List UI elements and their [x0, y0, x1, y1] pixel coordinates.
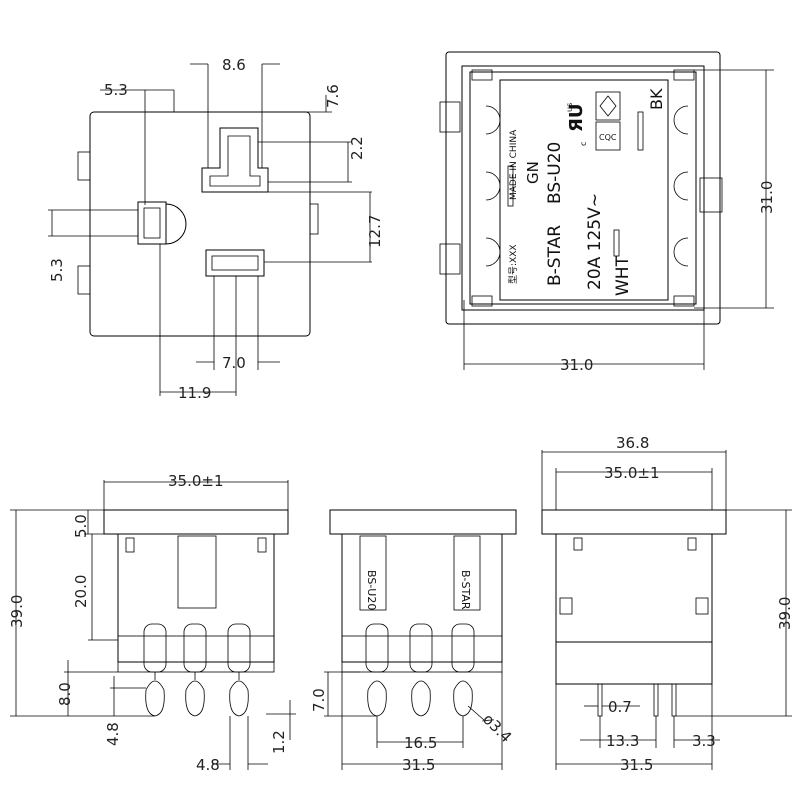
face-view: 5.3 8.6 7.6 2.2 12.7 5.3 7.0 11.9	[48, 56, 384, 402]
back-dim-31-height: 31.0	[758, 181, 776, 214]
sv1-latch	[177, 535, 217, 609]
sv3-dim-36-8: 36.8	[616, 434, 649, 452]
label-wht: WHT	[613, 255, 633, 296]
sv2-dim-7-0: 7.0	[310, 688, 328, 712]
sv1-post-right	[257, 537, 267, 553]
sv3-clip-left	[559, 597, 573, 615]
sv3-base	[555, 641, 713, 685]
cert-us: us	[565, 103, 574, 112]
sv3-post-left	[573, 537, 583, 551]
back-view: MADE IN CHINA 型号:XXX GN B-STAR BS-U20 20…	[439, 51, 776, 374]
left-tab-top	[77, 151, 91, 181]
dim-12-7: 12.7	[366, 215, 384, 248]
dim-7-6: 7.6	[324, 84, 342, 108]
label-model: BS-U20	[545, 142, 565, 204]
ground-slot	[137, 201, 167, 245]
pse-diamond-icon	[599, 95, 617, 117]
bk-terminal-mark	[637, 111, 644, 151]
label-brand: B-STAR	[545, 225, 565, 286]
ul-mark-icon: ЯU	[566, 104, 587, 132]
sv1-post-left	[125, 537, 135, 553]
dim-5-3-top: 5.3	[104, 81, 128, 99]
sv1-body	[117, 533, 275, 663]
back-label-area	[499, 79, 669, 301]
sv3-dim-35: 35.0±1	[604, 464, 660, 482]
sv1-dim-8-0: 8.0	[56, 682, 74, 706]
t-slot	[201, 127, 269, 193]
sv1-dim-lines	[10, 480, 296, 770]
label-bk: BK	[647, 88, 666, 110]
sv1-dim-4-8-h: 4.8	[196, 756, 220, 774]
dim-2-2: 2.2	[348, 136, 366, 160]
side-view-1: 35.0±1 5.0 20.0 39.0 8.0 4.8 4.8 1.2	[8, 472, 296, 774]
pse-mark-icon	[595, 91, 621, 121]
sv3-dim-13-3: 13.3	[606, 732, 639, 750]
t-slot-inner	[209, 135, 261, 187]
sv1-dim-20-0: 20.0	[72, 575, 90, 608]
ground-slot-inner	[143, 207, 161, 239]
dim-7-0: 7.0	[222, 354, 246, 372]
sv1-flange	[103, 509, 289, 535]
sv2-label-left: BS-U20	[365, 570, 378, 610]
sv2-latch-left	[359, 535, 387, 611]
sv2-dim-16-5: 16.5	[404, 734, 437, 752]
label-model-prefix: 型号:XXX	[508, 244, 519, 284]
back-inner-frame	[461, 65, 705, 311]
left-tab-bottom	[77, 265, 91, 295]
face-dim-lines	[48, 63, 372, 396]
sv1-dim-39-0: 39.0	[8, 595, 26, 628]
sv3-post-right	[687, 537, 697, 551]
neutral-slot	[205, 249, 265, 277]
dim-11-9: 11.9	[178, 384, 211, 402]
back-clips	[439, 69, 723, 307]
sv2-label-right: B-STAR	[459, 570, 472, 610]
sv1-terminal-block	[117, 635, 275, 673]
sv1-dim-1-2: 1.2	[270, 730, 288, 754]
side-view-3: 36.8 35.0±1 39.0 0.7 13.3 3.3 31.5	[541, 434, 794, 774]
cqc-mark-box	[595, 121, 621, 151]
face-outline	[89, 111, 311, 337]
gn-terminal-mark	[507, 165, 514, 207]
dim-8-6: 8.6	[222, 56, 246, 74]
sv2-body	[341, 533, 503, 663]
neutral-slot-inner	[211, 255, 259, 271]
certification-marks: ЯU c us CQC	[565, 91, 621, 151]
sv3-dim-39-0: 39.0	[776, 597, 794, 630]
sv2-flange	[329, 509, 517, 535]
sv2-dim-lines	[324, 671, 503, 770]
back-body	[469, 71, 697, 305]
sv3-dim-0-7: 0.7	[608, 698, 632, 716]
dim-5-3-side: 5.3	[48, 258, 66, 282]
right-tab	[309, 203, 319, 235]
side-view-2: BS-U20 B-STAR 7.0 16.5 31.5 ø3.4	[310, 509, 517, 774]
label-made-in: MADE IN CHINA	[509, 129, 519, 200]
ground-arc	[165, 203, 187, 245]
sv2-terminals	[365, 623, 475, 717]
sv3-dim-31-5: 31.5	[620, 756, 653, 774]
back-dim-31-width: 31.0	[560, 356, 593, 374]
sv3-dim-3-3: 3.3	[692, 732, 716, 750]
sv3-dim-lines	[541, 450, 792, 770]
sv3-flange	[541, 509, 727, 535]
label-gn: GN	[524, 161, 542, 184]
sv1-dim-35: 35.0±1	[168, 472, 224, 490]
label-rating: 20A 125V~	[585, 193, 605, 290]
back-dim-lines	[463, 69, 774, 370]
cert-ccc: CQC	[599, 133, 617, 142]
sv2-dim-phi: ø3.4	[479, 710, 515, 746]
wht-terminal-mark	[613, 229, 620, 257]
sv2-latch-right	[453, 535, 481, 611]
sv1-dim-4-8-v: 4.8	[104, 722, 122, 746]
cert-c: c	[579, 142, 588, 146]
back-outer-frame	[445, 51, 721, 325]
sv1-terminals	[143, 623, 251, 717]
sv2-dim-31-5: 31.5	[402, 756, 435, 774]
sv3-clip-right	[695, 597, 709, 615]
sv1-dim-5-0: 5.0	[72, 514, 90, 538]
